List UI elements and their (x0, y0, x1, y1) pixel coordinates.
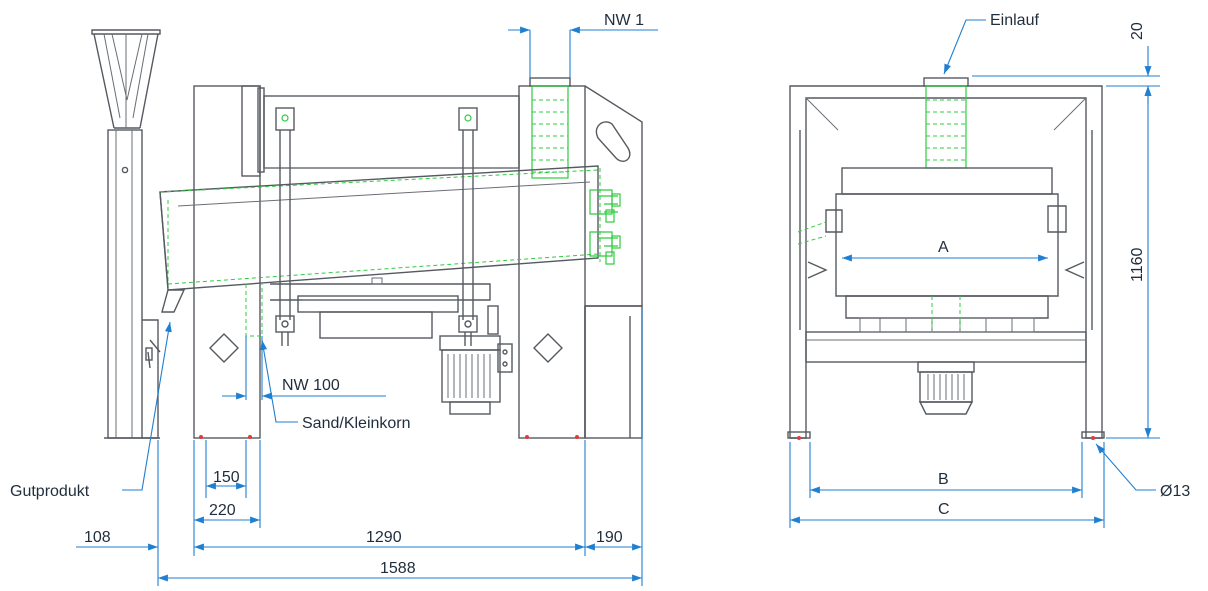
side-view-dimensions (76, 26, 658, 586)
outlet-valves (589, 189, 621, 265)
sieve-trough (159, 165, 601, 291)
inlet-nw1 (529, 77, 571, 179)
label-dimension-c: C (938, 501, 950, 518)
dim-20: 20 (1129, 22, 1146, 40)
sand-outlet (161, 284, 263, 337)
left-column (193, 85, 265, 439)
lower-frame (270, 277, 491, 339)
label-nw100: NW 100 (282, 377, 340, 394)
front-view (787, 77, 1105, 440)
side-view (91, 29, 643, 439)
hangers (275, 107, 478, 346)
left-chute (104, 129, 161, 439)
upper-drum (263, 95, 520, 169)
label-gutprodukt: Gutprodukt (10, 483, 90, 500)
dim-220: 220 (209, 502, 236, 519)
dim-190: 190 (596, 529, 623, 546)
label-sand-kleinkorn: Sand/Kleinkorn (302, 415, 411, 432)
dim-1588: 1588 (380, 560, 416, 577)
label-dimension-b: B (938, 471, 949, 488)
label-dimension-a: A (938, 239, 949, 256)
dim-150: 150 (213, 469, 240, 486)
dim-1160: 1160 (1129, 247, 1146, 282)
feed-hopper (91, 29, 161, 129)
label-einlauf: Einlauf (990, 12, 1039, 29)
labels: NW 1 NW 100 Sand/Kleinkorn Gutprodukt 15… (10, 12, 1190, 577)
dim-1290: 1290 (366, 529, 402, 546)
front-view-dimensions (789, 19, 1160, 528)
label-hole-diameter: Ø13 (1160, 483, 1190, 500)
dim-108: 108 (84, 529, 111, 546)
label-nw1: NW 1 (604, 12, 644, 29)
motor (439, 305, 513, 415)
